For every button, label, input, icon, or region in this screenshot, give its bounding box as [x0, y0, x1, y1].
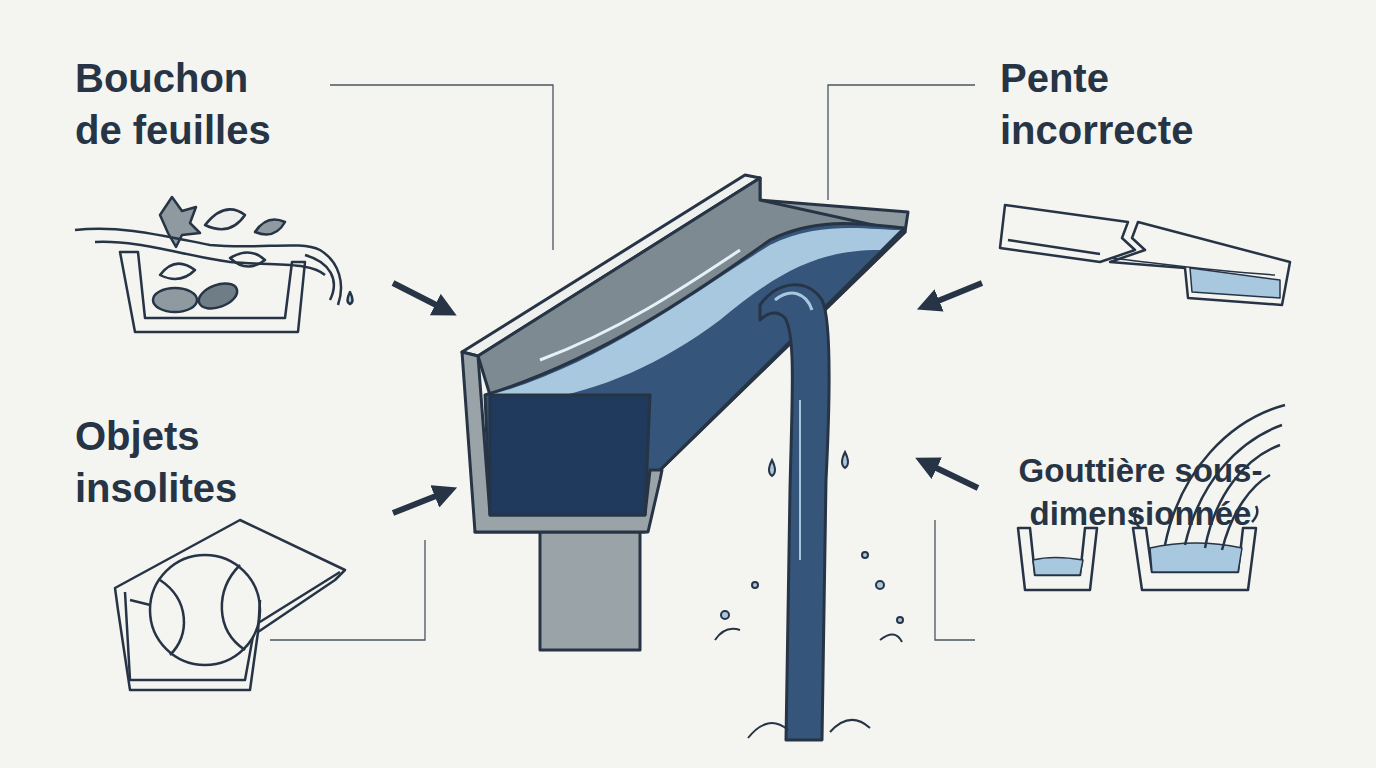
water-surface	[490, 228, 900, 400]
water-line	[305, 255, 334, 300]
leaf	[160, 264, 195, 279]
water-drop	[842, 452, 848, 468]
leaf	[195, 279, 240, 313]
gutter-piece	[1110, 222, 1290, 305]
splash-drop	[862, 552, 868, 558]
water-highlight	[540, 250, 740, 360]
splash	[748, 720, 870, 738]
leader-line	[828, 85, 975, 200]
leader-line	[935, 520, 975, 640]
splash-drop	[876, 581, 884, 589]
main-gutter	[462, 175, 908, 740]
pointer-arrow	[926, 463, 978, 488]
ball-gutter-icon	[115, 520, 345, 690]
callout-label: Bouchon de feuilles	[75, 52, 290, 156]
ball	[150, 555, 260, 665]
splash-drop	[897, 617, 903, 623]
overflow-highlight	[775, 293, 812, 310]
water-line	[95, 242, 325, 275]
leaf	[153, 288, 197, 312]
small-gutter	[1018, 528, 1097, 590]
leader-line	[330, 85, 553, 250]
water-body	[485, 223, 905, 515]
splash-drop	[721, 611, 729, 619]
splash-drop	[752, 582, 758, 588]
overflow-stream	[760, 285, 829, 740]
water-drop	[348, 292, 353, 304]
support-post	[540, 530, 640, 650]
gutter-piece	[1000, 205, 1135, 262]
pointer-arrow	[393, 492, 446, 513]
gutter-edge	[1008, 240, 1100, 254]
ball-seam	[160, 565, 245, 655]
broken-gutter-icon	[1000, 205, 1290, 305]
pointer-arrow	[928, 283, 982, 305]
leaves-icon	[75, 197, 353, 332]
water-line	[1110, 258, 1275, 275]
small-gutter	[115, 520, 345, 690]
gutter-edge	[258, 600, 260, 632]
water-drops	[715, 452, 903, 738]
water-line	[75, 229, 341, 305]
large-gutter	[1133, 528, 1256, 590]
water-section	[490, 395, 650, 515]
callout-label: Gouttière sous-dimensionnée	[968, 450, 1313, 536]
callout-label: Objets insolites	[75, 410, 275, 514]
callout-label: Pente incorrecte	[1000, 52, 1220, 156]
leaf	[255, 220, 285, 235]
gutter-front-profile	[462, 352, 662, 532]
water-drop	[769, 460, 775, 476]
pointer-arrow	[393, 283, 446, 310]
gutter-body	[475, 178, 908, 532]
splash	[715, 629, 902, 642]
water-level	[1150, 543, 1242, 572]
leaf	[205, 209, 245, 229]
water-level	[1033, 558, 1083, 576]
overflow-highlight	[799, 400, 801, 560]
